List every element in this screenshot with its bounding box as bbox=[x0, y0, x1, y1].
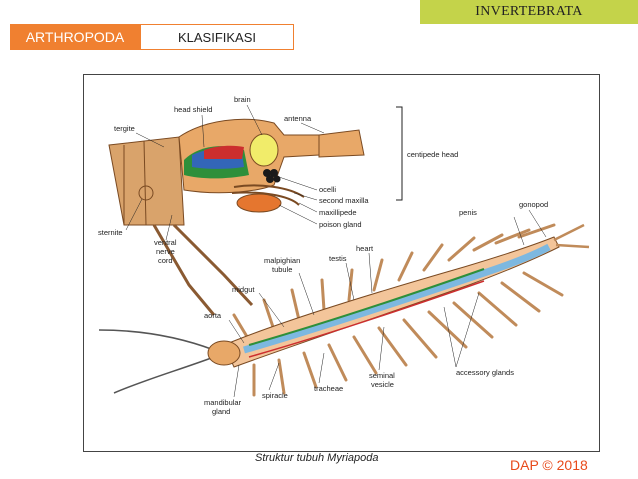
label-second-maxilla: second maxilla bbox=[319, 196, 369, 205]
label-ventral: ventral bbox=[154, 238, 177, 247]
label-brain: brain bbox=[234, 95, 251, 104]
diagram-frame: tergite head shield brain antenna centip… bbox=[83, 74, 600, 452]
label-nerve: nerve bbox=[156, 247, 175, 256]
label-gonopod: gonopod bbox=[519, 200, 548, 209]
body-detail: penis gonopod heart testis malpighian tu… bbox=[99, 200, 589, 416]
label-gland: gland bbox=[212, 407, 230, 416]
label-testis: testis bbox=[329, 254, 347, 263]
label-mandibular: mandibular bbox=[204, 398, 242, 407]
label-vesicle: vesicle bbox=[371, 380, 394, 389]
label-accessory-glands: accessory glands bbox=[456, 368, 514, 377]
label-cord: cord bbox=[158, 256, 173, 265]
diagram-caption: Struktur tubuh Myriapoda bbox=[255, 452, 379, 464]
category-tag: ARTHROPODA bbox=[10, 24, 140, 50]
label-spiracle: spiracle bbox=[262, 391, 288, 400]
label-aorta: aorta bbox=[204, 311, 222, 320]
copyright-text: DAP © 2018 bbox=[510, 457, 588, 473]
label-sternite: sternite bbox=[98, 228, 123, 237]
label-head-shield: head shield bbox=[174, 105, 212, 114]
head-detail: tergite head shield brain antenna centip… bbox=[98, 95, 458, 315]
subcategory-tag: KLASIFIKASI bbox=[140, 24, 294, 50]
section-banner: INVERTEBRATA bbox=[420, 0, 638, 24]
label-malpighian: malpighian bbox=[264, 256, 300, 265]
label-antenna: antenna bbox=[284, 114, 312, 123]
label-midgut: midgut bbox=[232, 285, 255, 294]
myriapoda-diagram: tergite head shield brain antenna centip… bbox=[84, 75, 599, 451]
label-maxillipede: maxillipede bbox=[319, 208, 357, 217]
label-tergite: tergite bbox=[114, 124, 135, 133]
label-poison-gland: poison gland bbox=[319, 220, 362, 229]
label-penis: penis bbox=[459, 208, 477, 217]
label-tubule: tubule bbox=[272, 265, 292, 274]
label-heart: heart bbox=[356, 244, 374, 253]
label-ocelli: ocelli bbox=[319, 185, 336, 194]
label-centipede-head: centipede head bbox=[407, 150, 458, 159]
label-tracheae: tracheae bbox=[314, 384, 343, 393]
label-seminal: seminal bbox=[369, 371, 395, 380]
